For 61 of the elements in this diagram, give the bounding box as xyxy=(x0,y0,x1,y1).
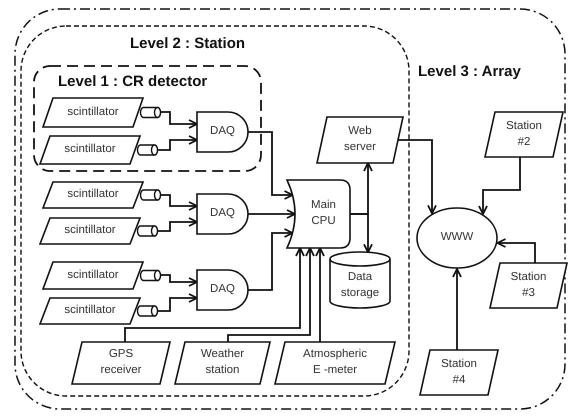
node-label: Web server xyxy=(343,124,377,155)
node-label: Data storage xyxy=(340,270,380,301)
node-label: scintillator xyxy=(64,142,116,158)
scintillator-with-plug xyxy=(40,136,158,164)
storage-cylinder xyxy=(330,252,390,308)
arrow xyxy=(478,157,521,215)
arrow xyxy=(248,228,294,291)
network-ellipse xyxy=(416,207,498,269)
arrow xyxy=(124,247,305,342)
arrow xyxy=(452,268,462,350)
node-label: scintillator xyxy=(67,104,119,120)
dashed-boundary xyxy=(33,65,262,172)
arrow xyxy=(161,194,198,211)
node-label: WWW xyxy=(440,230,474,246)
parallelogram-box xyxy=(420,350,498,395)
scintillator-with-plug xyxy=(43,262,161,289)
node-label: GPS receiver xyxy=(100,347,142,378)
node-label: scintillator xyxy=(64,303,116,318)
arrow xyxy=(496,238,536,263)
arrow xyxy=(161,274,198,287)
arrow xyxy=(315,247,325,342)
node-label: scintillator xyxy=(67,187,119,202)
node-label: Atmospheric E -meter xyxy=(302,347,368,378)
node-label: Main CPU xyxy=(310,198,337,229)
cpu-shape xyxy=(287,180,350,248)
node-label: Station #2 xyxy=(505,118,543,150)
arrow xyxy=(398,139,437,214)
parallelogram-box xyxy=(317,117,403,163)
scintillator-with-plug xyxy=(43,98,161,127)
parallelogram-box xyxy=(275,342,395,384)
node-label: scintillator xyxy=(64,223,116,238)
node-label: scintillator xyxy=(67,268,119,283)
node-label: DAQ xyxy=(210,282,235,298)
group-heading: Level 2 : Station xyxy=(130,35,246,52)
scintillator-with-plug xyxy=(43,182,161,208)
arrow xyxy=(161,111,198,129)
group-heading: Level 3 : Array xyxy=(418,63,521,80)
node-label: Station #4 xyxy=(440,356,478,388)
daq-gate xyxy=(197,112,248,152)
arrow xyxy=(158,217,198,232)
dash-dot-boundary xyxy=(14,8,566,410)
parallelogram-box xyxy=(485,112,563,157)
node-label: Station #3 xyxy=(510,270,548,300)
arrow xyxy=(248,209,296,219)
parallelogram-box xyxy=(490,263,567,308)
scintillator-with-plug xyxy=(40,218,158,244)
node-label: Weather station xyxy=(200,347,246,378)
node-label: DAQ xyxy=(210,124,235,140)
arrow xyxy=(350,213,373,254)
daq-gate xyxy=(197,270,248,310)
daq-gate xyxy=(197,194,248,234)
arrow xyxy=(158,135,198,151)
arrow xyxy=(227,247,315,342)
parallelogram-box xyxy=(72,342,170,384)
arrow xyxy=(248,131,294,200)
node-label: DAQ xyxy=(210,206,235,222)
arrow xyxy=(158,293,198,312)
dashed-boundary xyxy=(20,25,410,397)
scintillator-with-plug xyxy=(40,298,158,324)
parallelogram-box xyxy=(175,342,270,384)
group-heading: Level 1 : CR detector xyxy=(58,73,208,90)
